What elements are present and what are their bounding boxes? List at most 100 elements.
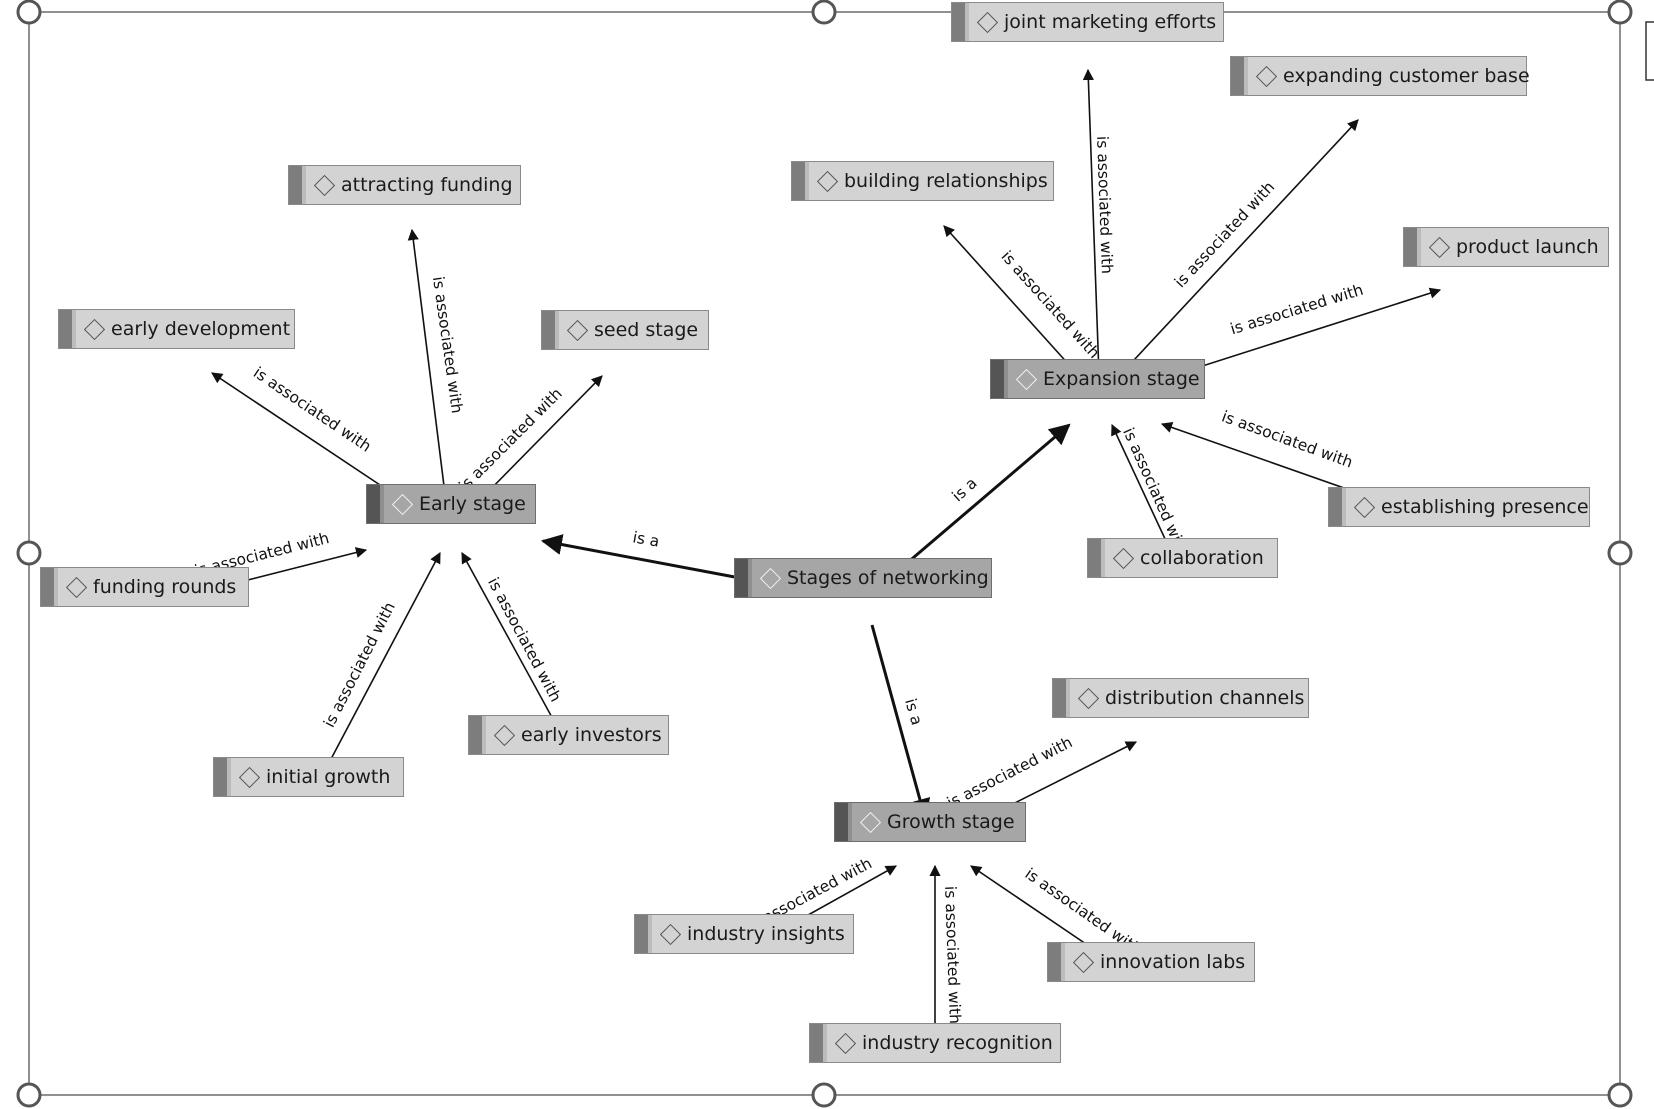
diamond-icon [1255,65,1278,87]
diamond-icon [1077,687,1100,709]
node-color-strip-inner [805,162,809,200]
node-expansion-stage[interactable]: Expansion stage [990,359,1205,399]
node-seed-stage[interactable]: seed stage [541,310,709,350]
node-label: Growth stage [887,811,1015,833]
node-label: product launch [1456,236,1599,258]
node-early-development[interactable]: early development [58,309,295,349]
node-label: innovation labs [1100,951,1246,973]
resize-handle-top-left[interactable] [16,0,42,25]
diamond-icon [238,766,261,788]
edge-expansion-stage[interactable] [892,423,1071,577]
diamond-icon [566,319,589,341]
edge-collaboration[interactable] [1111,423,1174,558]
edge-product-launch[interactable] [1166,287,1442,380]
node-color-strip [792,162,805,200]
node-label: seed stage [594,319,699,341]
node-stages-of-networking[interactable]: Stages of networking [734,558,992,598]
resize-handle-bottom-center[interactable] [811,1082,837,1108]
node-label: distribution channels [1105,687,1305,709]
node-color-strip-inner [823,1024,827,1062]
node-label: initial growth [266,766,391,788]
edge-label-early-development: is associated with [250,364,375,456]
node-color-strip-inner [555,311,559,349]
node-label: collaboration [1140,547,1264,569]
node-color-strip-inner [648,915,652,953]
node-color-strip [41,568,54,606]
diamond-icon [313,174,336,196]
diamond-icon [83,318,106,340]
node-color-strip [59,310,72,348]
node-funding-rounds[interactable]: funding rounds [40,567,249,607]
edge-joint-marketing-efforts[interactable] [1082,68,1105,377]
edge-label-establishing-presence: is associated with [1219,407,1355,471]
node-color-strip [1404,228,1417,266]
node-industry-insights[interactable]: industry insights [634,914,854,954]
edge-early-stage[interactable] [540,534,741,580]
edge-initial-growth[interactable] [321,552,441,777]
edge-clip-box [1645,21,1654,81]
edge-expanding-customer-base[interactable] [1119,119,1359,376]
node-product-launch[interactable]: product launch [1403,227,1609,267]
diamond-icon [493,724,516,746]
node-color-strip [991,360,1004,398]
node-attracting-funding[interactable]: attracting funding [288,165,521,205]
node-distribution-channels[interactable]: distribution channels [1052,678,1309,718]
resize-handle-middle-right[interactable] [1607,540,1633,566]
node-color-strip [735,559,748,597]
edge-label-growth-stage: is a [901,696,926,727]
node-early-stage[interactable]: Early stage [366,484,536,524]
edge-early-development[interactable] [211,372,411,506]
edge-label-product-launch: is associated with [1228,281,1365,339]
resize-handle-middle-left[interactable] [16,540,42,566]
node-label: attracting funding [341,174,513,196]
node-color-strip [1048,943,1061,981]
edge-label-expanding-customer-base: is associated with [1171,178,1278,291]
diamond-icon [976,11,999,33]
node-color-strip-inner [1061,943,1065,981]
diamond-icon [759,567,782,589]
edge-growth-stage[interactable] [870,624,931,821]
edge-attracting-funding[interactable] [407,228,451,504]
edge-label-distribution-channels: is associated with [944,733,1075,812]
diamond-icon [1353,496,1376,518]
edge-label-early-investors: is associated with [484,575,565,705]
edge-building-relationships[interactable] [943,225,1081,378]
node-color-strip-inner [1004,360,1008,398]
node-innovation-labs[interactable]: innovation labs [1047,942,1255,982]
resize-handle-bottom-left[interactable] [16,1082,42,1108]
node-collaboration[interactable]: collaboration [1087,538,1278,578]
node-color-strip-inner [965,3,969,41]
node-initial-growth[interactable]: initial growth [213,757,404,797]
node-color-strip [1088,539,1101,577]
node-color-strip-inner [227,758,231,796]
node-color-strip-inner [1342,488,1346,526]
node-color-strip [289,166,302,204]
node-color-strip [469,716,482,754]
node-color-strip-inner [1066,679,1070,717]
resize-handle-top-right[interactable] [1607,0,1633,25]
resize-handle-bottom-right[interactable] [1607,1082,1633,1108]
diamond-icon [859,811,882,833]
node-establishing-presence[interactable]: establishing presence [1328,487,1590,527]
node-color-strip [1329,488,1342,526]
diamond-icon [65,576,88,598]
node-color-strip [367,485,380,523]
edge-early-investors[interactable] [461,552,561,733]
node-joint-marketing-efforts[interactable]: joint marketing efforts [951,2,1224,42]
node-growth-stage[interactable]: Growth stage [834,802,1026,842]
node-color-strip [214,758,227,796]
node-early-investors[interactable]: early investors [468,715,669,755]
resize-handle-top-center[interactable] [811,0,837,25]
node-building-relationships[interactable]: building relationships [791,161,1054,201]
node-label: industry recognition [862,1032,1053,1054]
node-expanding-customer-base[interactable]: expanding customer base [1230,56,1530,96]
node-color-strip [952,3,965,41]
edge-seed-stage[interactable] [476,375,603,504]
node-industry-recognition[interactable]: industry recognition [809,1023,1061,1063]
node-label: establishing presence [1381,496,1589,518]
edge-label-industry-recognition: is associated with [941,886,964,1025]
node-color-strip [1231,57,1244,95]
node-color-strip [835,803,848,841]
node-color-strip-inner [1244,57,1248,95]
